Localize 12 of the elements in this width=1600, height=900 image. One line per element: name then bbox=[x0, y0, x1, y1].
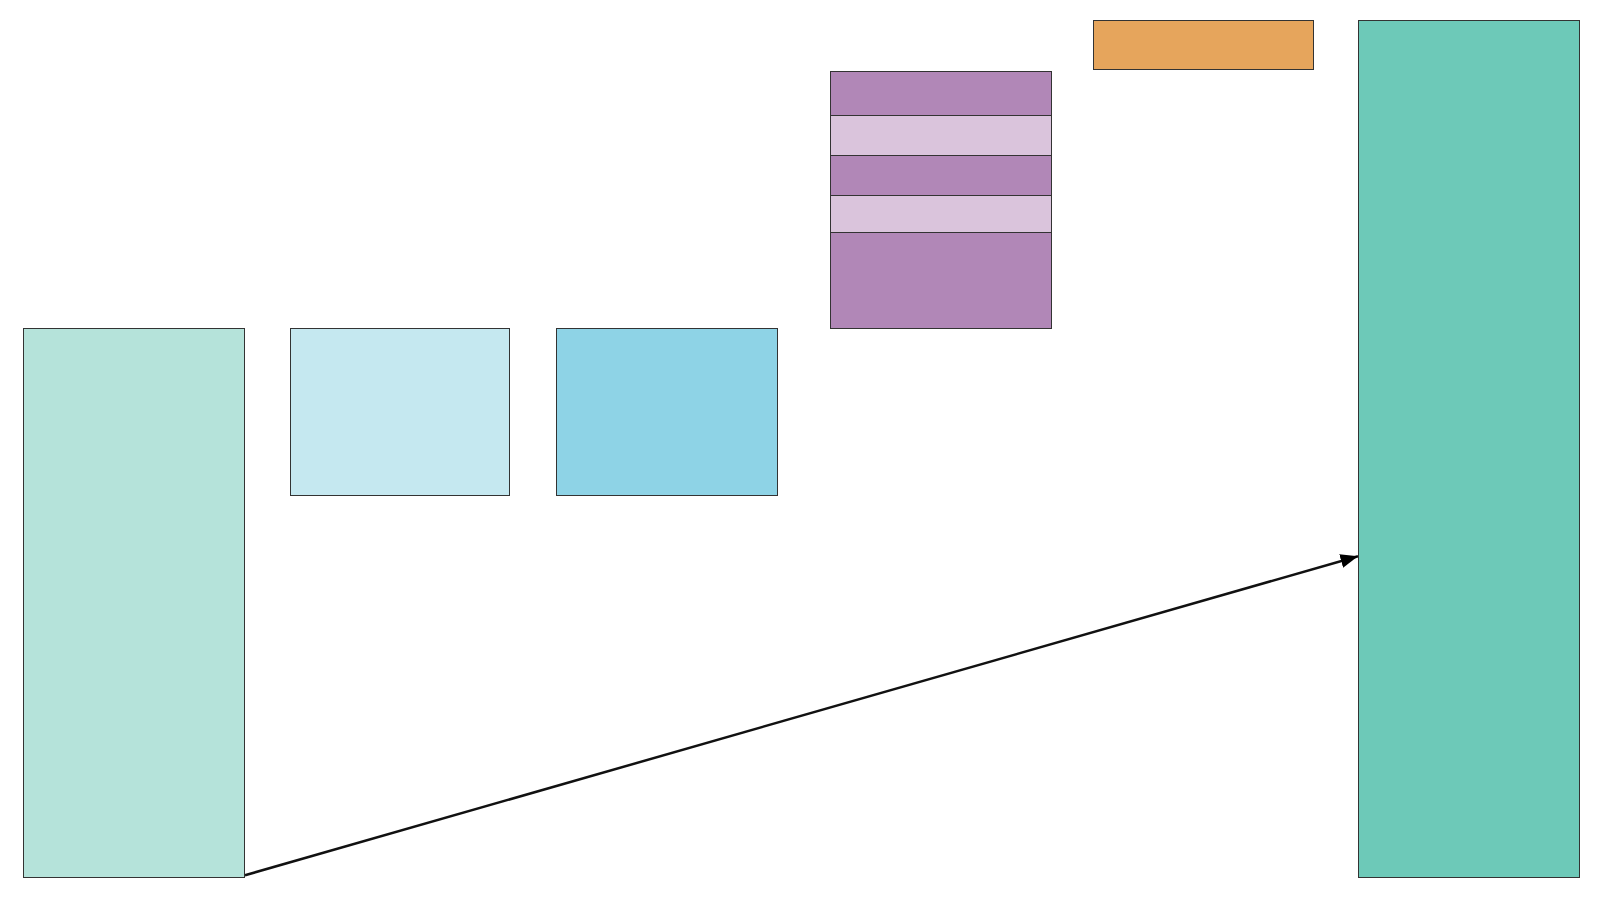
stripe-block bbox=[830, 232, 1052, 329]
block bbox=[556, 328, 778, 496]
arrow bbox=[244, 554, 1359, 877]
stripe-block bbox=[830, 155, 1052, 196]
block bbox=[290, 328, 510, 496]
block bbox=[23, 328, 245, 878]
block bbox=[1358, 20, 1580, 878]
block bbox=[830, 71, 1052, 328]
stripe-block bbox=[830, 195, 1052, 233]
stripe-block bbox=[830, 115, 1052, 156]
stripe-block bbox=[830, 71, 1052, 116]
block bbox=[1093, 20, 1314, 70]
